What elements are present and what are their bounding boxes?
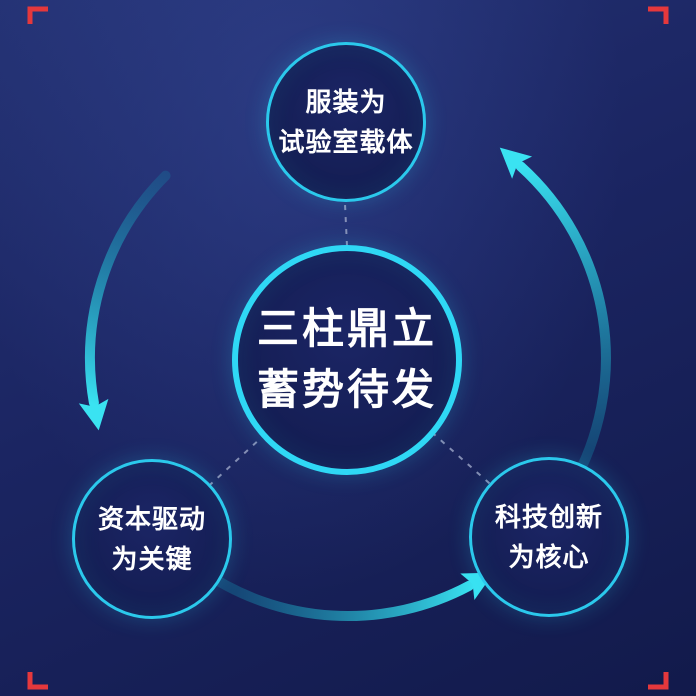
corner-mark-top-left — [27, 6, 48, 24]
node-bottom-right-line1: 科技创新 — [494, 501, 603, 532]
node-top-line1: 服装为 — [305, 86, 387, 117]
flow-arrowhead-left — [78, 398, 109, 431]
flow-arrowhead-right — [499, 147, 533, 179]
node-bottom-left-line1: 资本驱动 — [97, 503, 206, 534]
corner-mark-top-right — [648, 6, 669, 24]
corner-mark-bottom-right — [648, 672, 669, 690]
flow-arrow-bottom-arc — [195, 564, 475, 622]
node-top-line2: 试验室载体 — [278, 127, 414, 157]
flow-arrow-left-arc — [85, 170, 171, 408]
flow-arrow-right-arc — [515, 161, 611, 492]
node-bottom-left-line2: 为关键 — [111, 544, 193, 574]
node-top: 服装为 试验室载体 — [266, 42, 426, 202]
node-center-line1: 三柱鼎立 — [256, 305, 437, 353]
corner-mark-bottom-left — [27, 672, 48, 690]
connector-dashed-top — [344, 203, 348, 247]
node-bottom-left: 资本驱动 为关键 — [72, 459, 232, 619]
node-bottom-right-line2: 为核心 — [508, 542, 590, 572]
connector-dashed-bottom-right — [431, 431, 491, 485]
node-center-line2: 蓄势待发 — [256, 366, 437, 413]
node-center: 三柱鼎立 蓄势待发 — [232, 245, 462, 475]
connector-dashed-bottom-left — [208, 433, 267, 487]
node-bottom-right: 科技创新 为核心 — [469, 457, 629, 617]
